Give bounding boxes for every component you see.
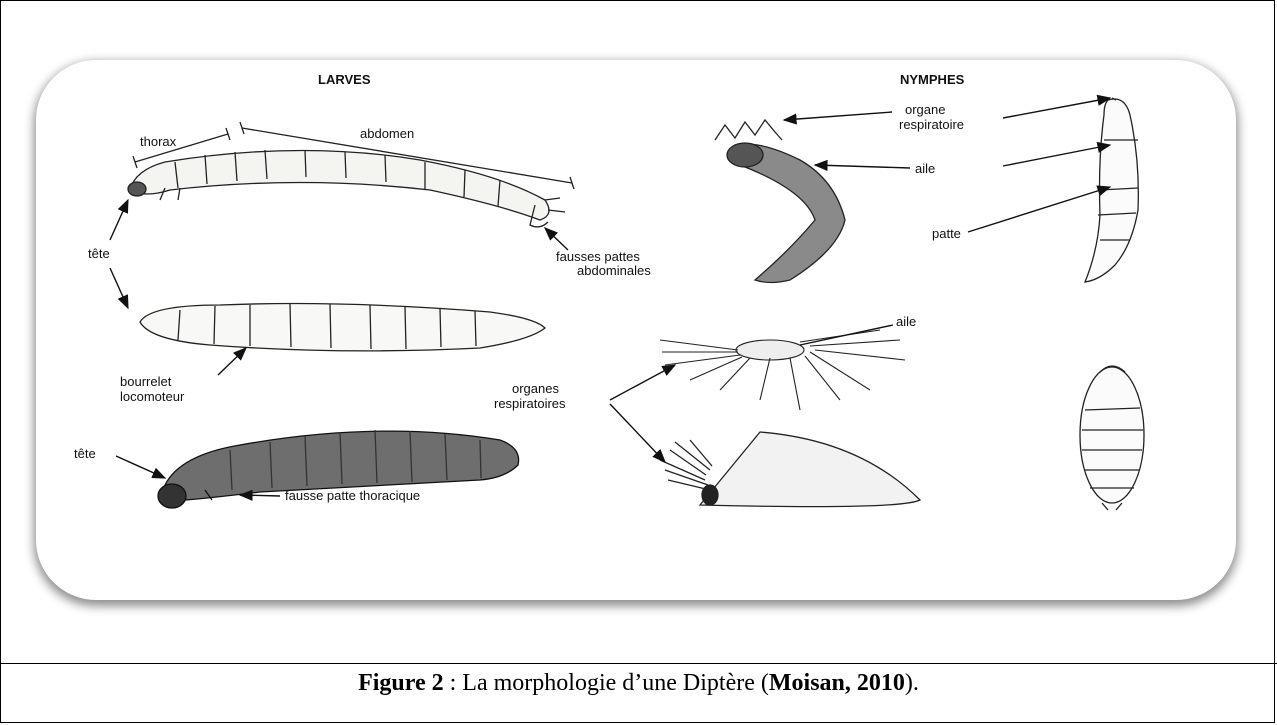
organes-arrows (610, 365, 675, 462)
label-organe-resp-1: organe (905, 102, 945, 117)
header-nymphes: NYMPHES (900, 72, 965, 87)
label-abdomen: abdomen (360, 126, 414, 141)
header-larves: LARVES (318, 72, 371, 87)
label-tete-2: tête (74, 446, 96, 461)
label-tete-1: tête (88, 246, 110, 261)
larva-2-drawing (140, 304, 545, 351)
nymph-1-drawing (715, 120, 845, 283)
larva-arrows (110, 200, 568, 308)
label-patte: patte (932, 226, 961, 241)
label-organe-resp-2: respiratoire (899, 117, 964, 132)
caption-source: Moisan, 2010 (769, 670, 905, 696)
caption-end: ). (905, 670, 919, 696)
nymph-3-drawing (660, 330, 905, 410)
label-bourrelet-1: bourrelet (120, 374, 172, 389)
label-organes-resp-2: respiratoires (494, 396, 566, 411)
aile-2-line (800, 325, 893, 345)
figure-caption: Figure 2 : La morphologie d’une Diptère … (0, 670, 1277, 697)
label-thorax: thorax (140, 134, 177, 149)
label-fausses-pattes-1: fausses pattes (556, 249, 640, 264)
label-bourrelet-2: locomoteur (120, 389, 185, 404)
bourrelet-arrow (218, 348, 246, 375)
label-organes-resp-1: organes (512, 381, 559, 396)
label-fausses-pattes-2: abdominales (577, 263, 651, 278)
nymph-5-drawing (1080, 366, 1144, 510)
caption-divider (0, 663, 1277, 664)
caption-figure-number: Figure 2 (358, 670, 444, 696)
label-aile-1: aile (915, 161, 935, 176)
label-aile-2: aile (896, 314, 916, 329)
larva-1-drawing (128, 150, 565, 227)
caption-text: : La morphologie d’une Diptère ( (444, 670, 769, 696)
nymph-4-drawing (660, 432, 920, 507)
nymph-2-drawing (1085, 98, 1138, 282)
label-fausse-patte-thoracique: fausse patte thoracique (285, 488, 420, 503)
